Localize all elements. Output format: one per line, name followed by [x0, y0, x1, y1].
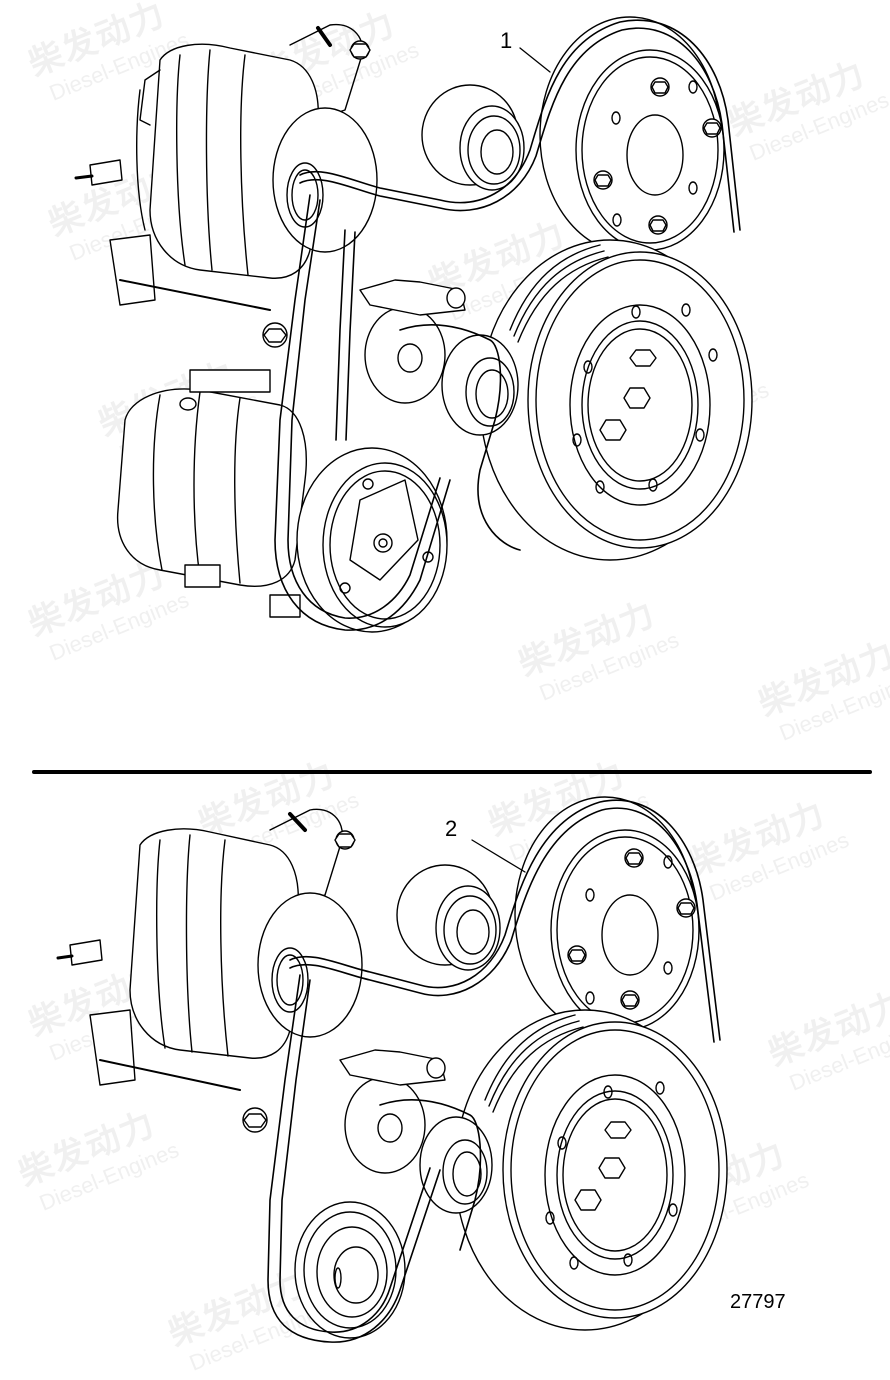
- idler-pulley: [421, 84, 525, 191]
- alternator: [56, 808, 363, 1133]
- top-panel-drawing: [74, 16, 753, 633]
- bottom-panel-drawing: [56, 796, 728, 1343]
- figure-number: 27797: [730, 1291, 786, 1313]
- idler-pulley: [396, 864, 501, 971]
- ac-compressor: [116, 369, 307, 618]
- belt-tensioner: [359, 279, 466, 404]
- tensioner-pulley: [441, 334, 519, 436]
- poly-v-belt-1: [274, 19, 741, 631]
- callout-1-leader: [519, 47, 551, 73]
- belt-tensioner: [339, 1049, 446, 1174]
- tensioner-pulley: [419, 1116, 493, 1214]
- panel-divider: [32, 770, 872, 774]
- alternator: [74, 23, 378, 348]
- lower-idler-pulley: [294, 1201, 406, 1339]
- fan-hub-pulley: [514, 796, 700, 1034]
- ac-compressor-pulley: [296, 447, 448, 633]
- poly-v-belt-2: [267, 799, 721, 1343]
- callout-2: 2: [445, 816, 458, 841]
- crankshaft-damper-pulley: [454, 1009, 728, 1331]
- callout-1: 1: [500, 28, 513, 53]
- fan-hub-pulley: [539, 16, 725, 254]
- crankshaft-damper-pulley: [479, 239, 753, 561]
- callout-2-leader: [471, 839, 526, 873]
